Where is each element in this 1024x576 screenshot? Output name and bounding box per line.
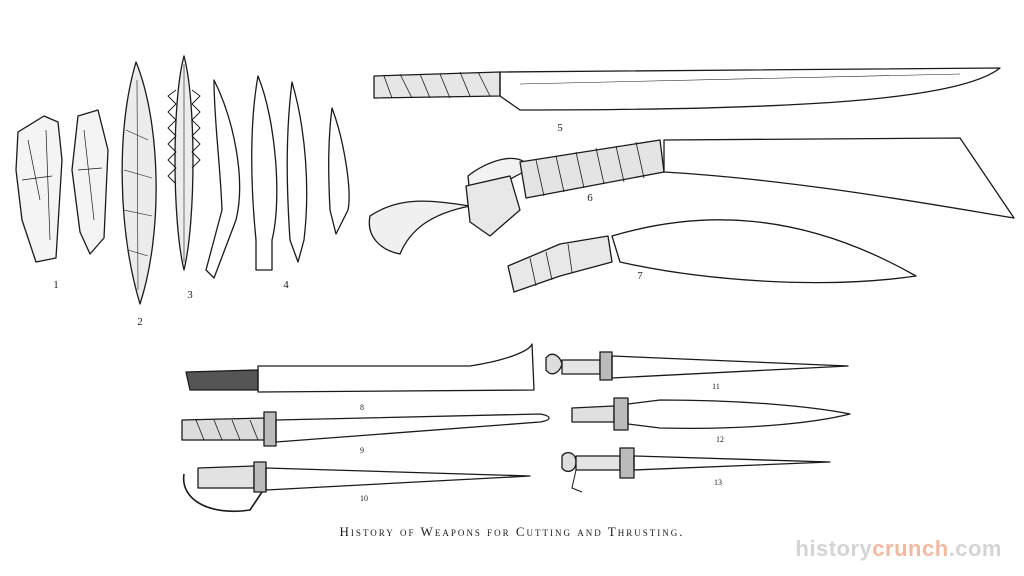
figure-label-3: 3 (187, 289, 193, 301)
watermark-part-3: .com (948, 536, 1002, 561)
page-caption: History of Weapons for Cutting and Thrus… (339, 524, 685, 539)
figure-2-leaf-blade (121, 61, 157, 305)
figure-1-stone-flakes (15, 109, 109, 263)
figure-label-7: 7 (637, 270, 643, 282)
figure-6-broad-blade (368, 137, 1015, 255)
figure-13-short-sword (561, 447, 831, 493)
figure-7-kukri (507, 219, 917, 293)
figure-label-11: 11 (712, 382, 720, 391)
figure-12-leaf-dagger (571, 397, 851, 431)
watermark-part-2: crunch (872, 536, 949, 561)
figure-label-2: 2 (137, 316, 143, 328)
figure-label-1: 1 (53, 279, 59, 291)
site-watermark: historycrunch.com (795, 536, 1002, 562)
figure-label-4: 4 (283, 279, 289, 291)
figure-label-12: 12 (716, 435, 724, 444)
figure-4-bronze-blades (205, 75, 350, 279)
figure-9-sword (181, 411, 550, 447)
watermark-part-1: history (795, 536, 873, 561)
figure-3-sawtooth-blade (167, 55, 201, 271)
figure-label-6: 6 (587, 192, 593, 204)
figure-8-machete (185, 343, 535, 393)
figure-10-sabre (182, 461, 531, 512)
figure-label-8: 8 (360, 403, 364, 412)
figure-label-10: 10 (360, 494, 368, 503)
figure-5-long-blade (373, 67, 1001, 111)
figure-label-13: 13 (714, 478, 722, 487)
figure-label-9: 9 (360, 446, 364, 455)
figure-11-dagger (545, 351, 849, 381)
figure-label-5: 5 (557, 122, 563, 134)
